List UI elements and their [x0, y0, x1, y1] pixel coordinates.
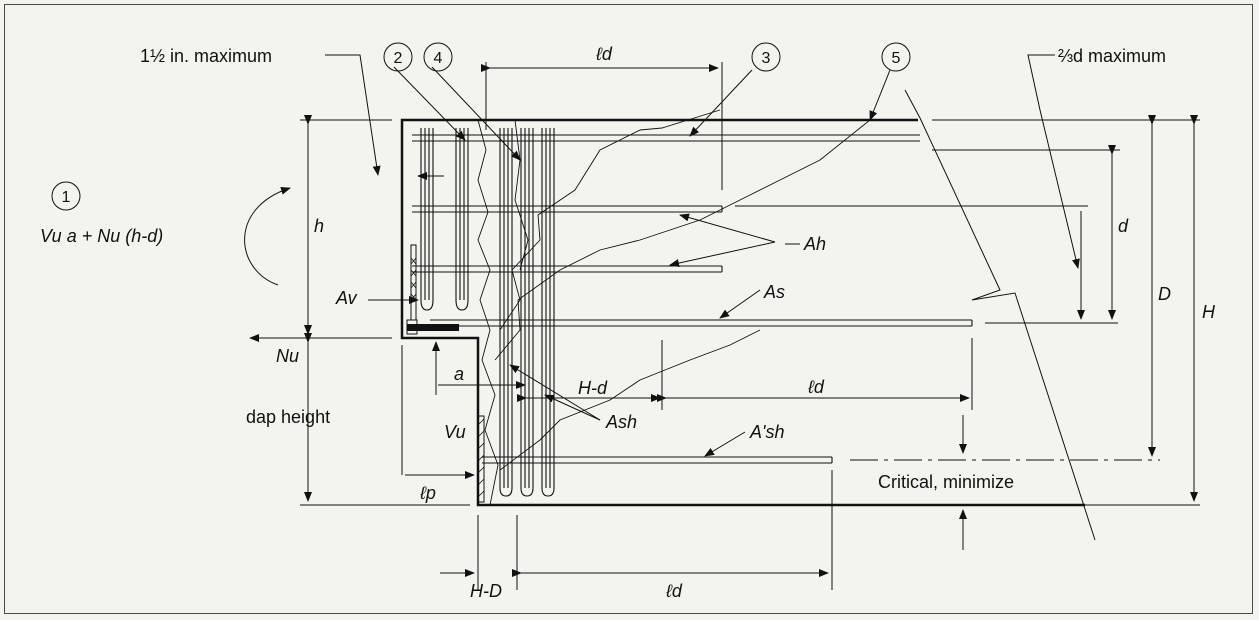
dimension-lines [300, 62, 1200, 590]
ld-mid-label: ℓd [807, 377, 825, 397]
callout-3: 3 [762, 50, 771, 67]
d-label: d [1118, 216, 1129, 236]
Ah-label: Ah [803, 234, 826, 254]
leaders [244, 54, 1080, 457]
H-minus-D-label: H-D [470, 581, 502, 601]
two-thirds-d-label: ⅔d maximum [1058, 46, 1166, 66]
Nu-label: Nu [276, 346, 299, 366]
callout-1: 1 [62, 189, 71, 206]
ld-bottom-label: ℓd [665, 581, 683, 601]
callout-4-circle [423, 42, 453, 72]
h-label: h [314, 216, 324, 236]
D-label: D [1158, 284, 1171, 304]
Vu-label: Vu [444, 422, 466, 442]
a-label: a [454, 364, 464, 384]
dap-height-label: dap height [246, 407, 330, 427]
diagram-frame [4, 4, 1253, 614]
callout-circles [51, 42, 911, 211]
reinforcement [412, 128, 973, 497]
callout-5-circle [881, 42, 911, 72]
callout-4: 4 [434, 50, 443, 67]
max-cover-label: 1½ in. maximum [140, 46, 272, 66]
Ash-label: Ash [605, 412, 637, 432]
moment-label: Vu a + Nu (h-d) [40, 226, 163, 246]
beam-outline [400, 118, 1085, 507]
Ash-prime-label: A'sh [749, 422, 784, 442]
crack-lines [477, 109, 871, 506]
callout-5: 5 [892, 50, 901, 67]
callout-2-circle [383, 42, 413, 72]
ld-top-label: ℓd [595, 44, 613, 64]
critical-label: Critical, minimize [878, 472, 1014, 492]
H-minus-d-label: H-d [578, 378, 608, 398]
Av-label: Av [335, 288, 358, 308]
callout-3-circle [751, 42, 781, 72]
callout-2: 2 [394, 50, 403, 67]
lp-label: ℓp [419, 483, 436, 503]
callout-1-circle [51, 181, 81, 211]
As-label: As [763, 282, 785, 302]
H-label: H [1202, 302, 1216, 322]
break-line-upper [904, 89, 1096, 541]
bearing-plate [406, 244, 485, 503]
